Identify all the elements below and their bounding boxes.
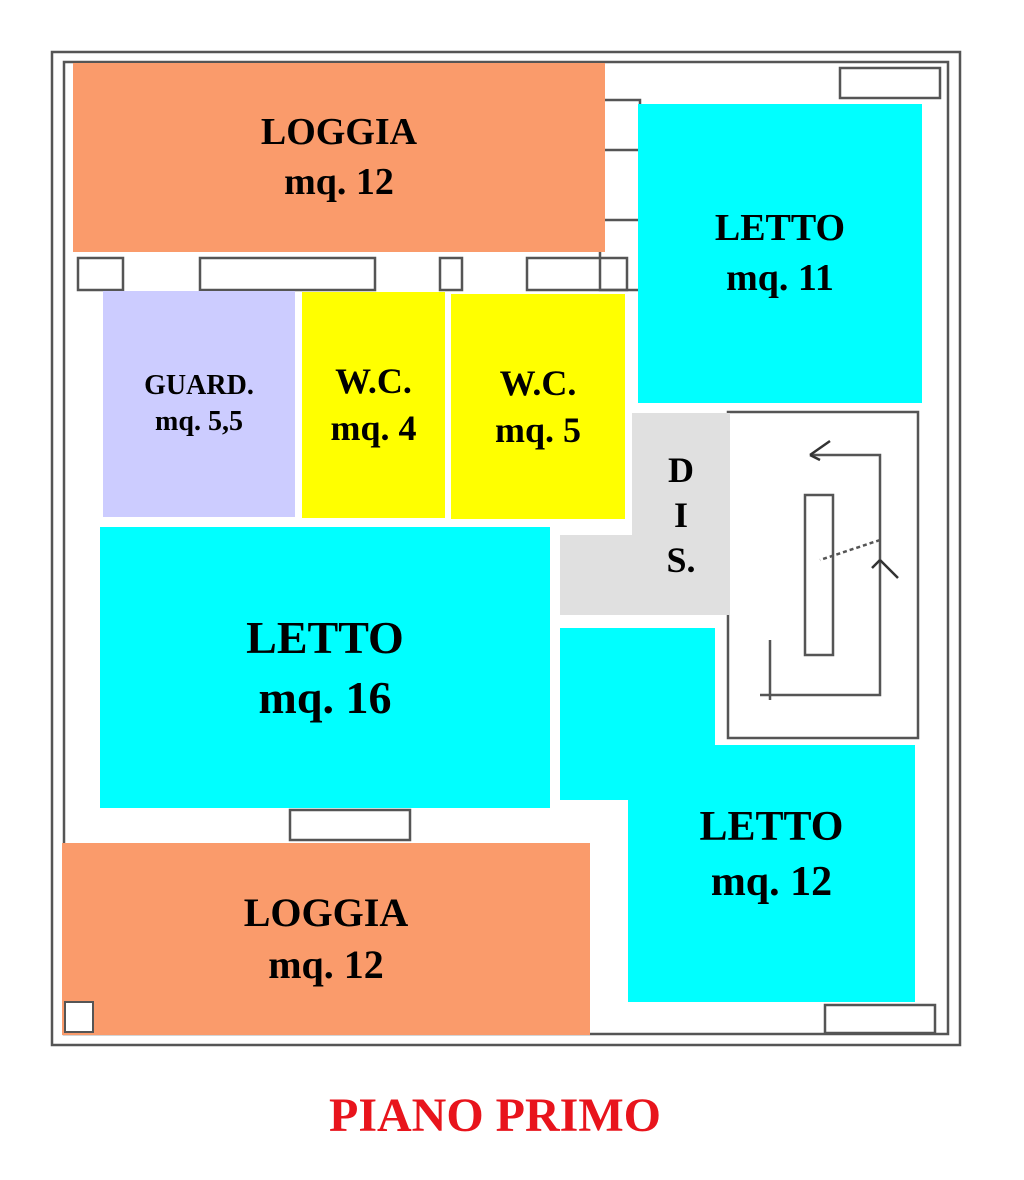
dis-letter: D [668,449,694,490]
room-name: LETTO [246,611,404,663]
room-name: LETTO [699,804,844,851]
room-area: mq. 12 [268,942,384,987]
room-area: mq. 16 [258,671,392,723]
disimpegno-fill [560,413,730,615]
room-letto-16: LETTO mq. 16 [100,527,550,808]
dis-letter: S. [666,539,696,580]
room-letto-12-label: LETTO mq. 12 [628,790,915,920]
room-area: mq. 5 [494,409,581,450]
room-name: LOGGIA [260,111,418,154]
room-guardaroba: GUARD. mq. 5,5 [103,291,295,517]
room-loggia-top: LOGGIA mq. 12 [73,63,605,252]
corner-column [64,1001,94,1033]
floor-title: PIANO PRIMO [329,1089,661,1142]
room-wc-5: W.C. mq. 5 [451,294,625,519]
room-disimpegno-label: D I S. [632,440,730,590]
room-name: GUARD. [144,369,254,401]
room-area: mq. 5,5 [155,406,243,437]
letto-12-fill [560,628,915,1002]
room-name: LETTO [714,207,846,250]
room-letto-11: LETTO mq. 11 [638,104,922,403]
room-name: W.C. [499,362,577,403]
dis-letter: I [673,494,688,535]
room-name: W.C. [335,361,412,402]
room-name: LOGGIA [243,890,409,935]
room-area: mq. 12 [284,160,394,203]
room-wc-4: W.C. mq. 4 [302,292,445,518]
room-area: mq. 4 [330,408,417,448]
room-loggia-bottom: LOGGIA mq. 12 [62,843,590,1035]
room-area: mq. 11 [726,256,834,299]
room-area: mq. 12 [710,859,833,905]
